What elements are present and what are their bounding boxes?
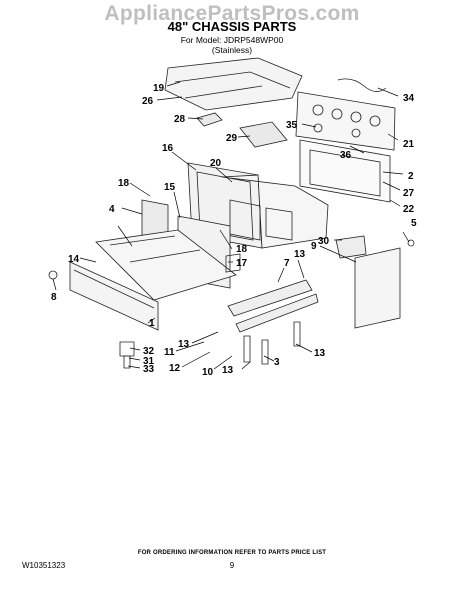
callout-label: 13 [222,365,234,376]
model-line: For Model: JDRP548WP00 [180,35,284,45]
callout-label: 3 [274,357,280,368]
document-number: W10351323 [22,561,66,570]
callout-label: 26 [142,96,154,107]
callout-label: 9 [311,241,317,252]
callout-labels: 19 26 28 29 34 35 36 21 16 20 2 27 22 18… [51,83,417,378]
callout-label: 1 [149,318,155,329]
callout-label: 2 [408,171,414,182]
callout-label: 8 [51,292,57,303]
callout-label: 19 [153,83,165,94]
callout-label: 30 [318,236,330,247]
callout-label: 32 [143,346,155,357]
leader-lines [52,81,410,370]
callout-label: 36 [340,150,352,161]
callout-label: 35 [286,120,298,131]
callout-label: 17 [236,258,248,269]
callout-label: 13 [178,339,190,350]
page-number: 9 [229,561,235,570]
callout-label: 28 [174,114,186,125]
callout-label: 12 [169,363,181,374]
callout-label: 11 [164,347,175,358]
callout-label: 14 [68,254,80,265]
callout-label: 31 [143,356,155,367]
callout-label: 29 [226,133,238,144]
callout-label: 13 [314,348,326,359]
callout-label: 5 [411,218,417,229]
callout-label: 18 [236,244,248,255]
finish-line: (Stainless) [211,45,253,55]
callout-label: 7 [284,258,290,269]
callout-label: 22 [403,204,415,215]
callout-label: 10 [202,367,214,378]
callout-label: 33 [143,364,155,375]
callout-label: 13 [294,249,306,260]
ordering-info: FOR ORDERING INFORMATION REFER TO PARTS … [137,550,327,556]
part-drawings [48,57,415,369]
callout-label: 21 [403,139,415,150]
callout-label: 20 [210,158,222,169]
watermark: AppliancePartsPros.com [104,2,360,25]
callout-label: 15 [164,182,176,193]
callout-label: 18 [118,178,130,189]
callout-label: 27 [403,188,415,199]
callout-label: 4 [109,204,115,215]
page-title: 48" CHASSIS PARTS [167,19,297,34]
callout-label: 16 [162,143,174,154]
callout-label: 34 [403,93,415,104]
